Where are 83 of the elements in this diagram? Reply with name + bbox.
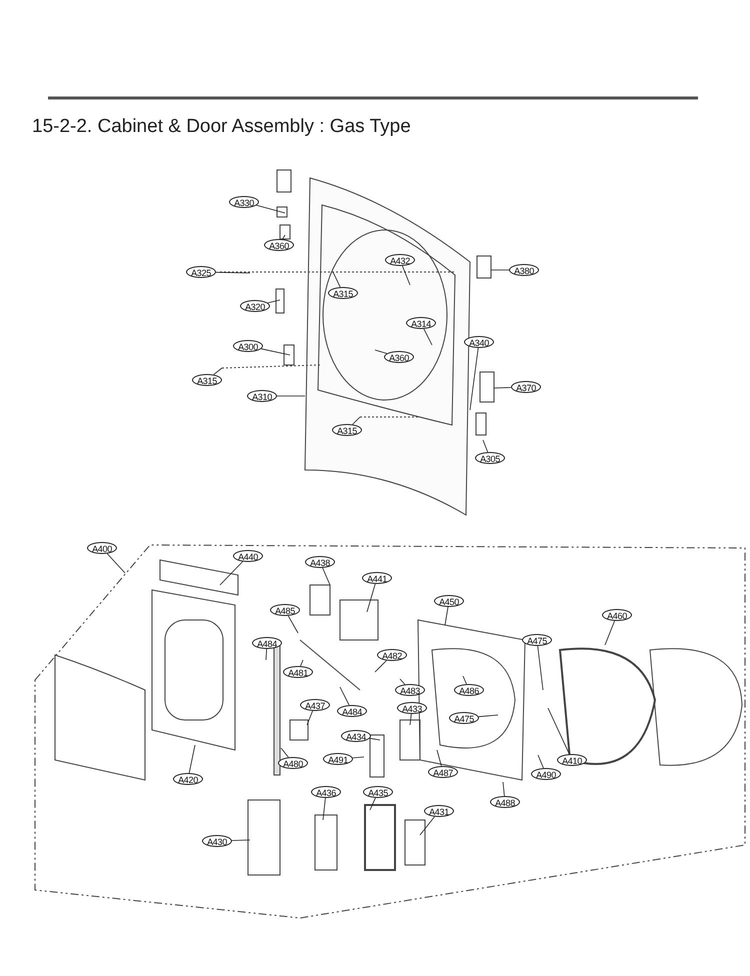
- callout-number: A450: [434, 595, 464, 607]
- leader-line: [260, 348, 290, 356]
- leader-line: [400, 678, 406, 685]
- leader-line: [462, 676, 467, 684]
- leader-line: [410, 714, 412, 726]
- leader-line: [106, 553, 126, 574]
- callout-number: A433: [397, 702, 427, 714]
- callout-number: A475: [449, 712, 479, 724]
- leader-line: [494, 387, 512, 388]
- leader-line: [478, 714, 498, 718]
- callout-number: A300: [233, 340, 263, 352]
- leader-line: [548, 708, 570, 754]
- leader-line: [352, 756, 364, 758]
- callout-number: A420: [173, 773, 203, 785]
- leader-line: [366, 584, 376, 612]
- leader-line: [420, 816, 435, 836]
- leader-line: [436, 750, 442, 766]
- leader-line: [374, 350, 388, 354]
- leader-line: [220, 561, 243, 586]
- callout-number: A310: [247, 390, 277, 402]
- leader-line: [306, 710, 313, 726]
- leader-line: [424, 328, 432, 346]
- leader-line: [604, 620, 615, 646]
- callout-number: A434: [341, 730, 371, 742]
- leader-line: [288, 616, 298, 634]
- leader-line: [266, 648, 267, 660]
- leader-line: [444, 606, 448, 626]
- leader-line: [538, 754, 544, 768]
- leader-line: [402, 266, 410, 286]
- leader-line: [232, 840, 250, 841]
- leader-line: [374, 660, 387, 672]
- callout-number: A484: [337, 705, 367, 717]
- callout-number: A380: [509, 264, 539, 276]
- leader-line: [537, 646, 544, 690]
- callout-number: A440: [233, 550, 263, 562]
- callout-number: A315: [192, 374, 222, 386]
- leader-line: [322, 568, 330, 586]
- callout-number: A484: [252, 637, 282, 649]
- leader-line: [502, 782, 505, 796]
- leader-line: [280, 748, 289, 758]
- callout-number: A305: [475, 452, 505, 464]
- callout-number: A480: [278, 757, 308, 769]
- callout-number: A481: [283, 666, 313, 678]
- callout-number: A460: [602, 609, 632, 621]
- leader-line: [370, 798, 376, 810]
- leader-line: [188, 744, 196, 774]
- callout-number: A436: [311, 786, 341, 798]
- callout-number: A400: [87, 542, 117, 554]
- leader-line: [470, 348, 479, 410]
- leader-line: [268, 300, 280, 304]
- leader-line: [352, 416, 360, 425]
- leader-line: [216, 272, 250, 274]
- callout-number: A430: [202, 835, 232, 847]
- callout-number: A370: [511, 381, 541, 393]
- callout-number: A441: [362, 572, 392, 584]
- callout-number: A340: [464, 336, 494, 348]
- leader-line: [482, 440, 488, 452]
- callout-number: A325: [186, 266, 216, 278]
- callout-number: A330: [229, 196, 259, 208]
- callout-number: A487: [428, 766, 458, 778]
- callout-number: A437: [300, 699, 330, 711]
- callout-number: A360: [264, 239, 294, 251]
- callout-number: A431: [424, 805, 454, 817]
- leader-line: [213, 368, 222, 375]
- callout-number: A486: [454, 684, 484, 696]
- leader-line: [369, 738, 380, 740]
- callout-number: A491: [323, 753, 353, 765]
- callout-number: A485: [270, 604, 300, 616]
- leader-line: [322, 798, 326, 820]
- diagram-title: 15-2-2. Cabinet & Door Assembly : Gas Type: [32, 116, 411, 138]
- leader-line: [332, 272, 341, 288]
- leader-line: [300, 660, 304, 666]
- callout-number: A490: [531, 768, 561, 780]
- leader-line: [340, 686, 350, 706]
- callout-number: A438: [305, 556, 335, 568]
- callout-number: A483: [395, 684, 425, 696]
- callout-number: A488: [490, 796, 520, 808]
- callout-number: A320: [240, 300, 270, 312]
- callout-number: A482: [377, 649, 407, 661]
- leader-line: [256, 204, 286, 214]
- callout-number: A435: [363, 786, 393, 798]
- callout-number: A475: [522, 634, 552, 646]
- callout-number: A410: [557, 754, 587, 766]
